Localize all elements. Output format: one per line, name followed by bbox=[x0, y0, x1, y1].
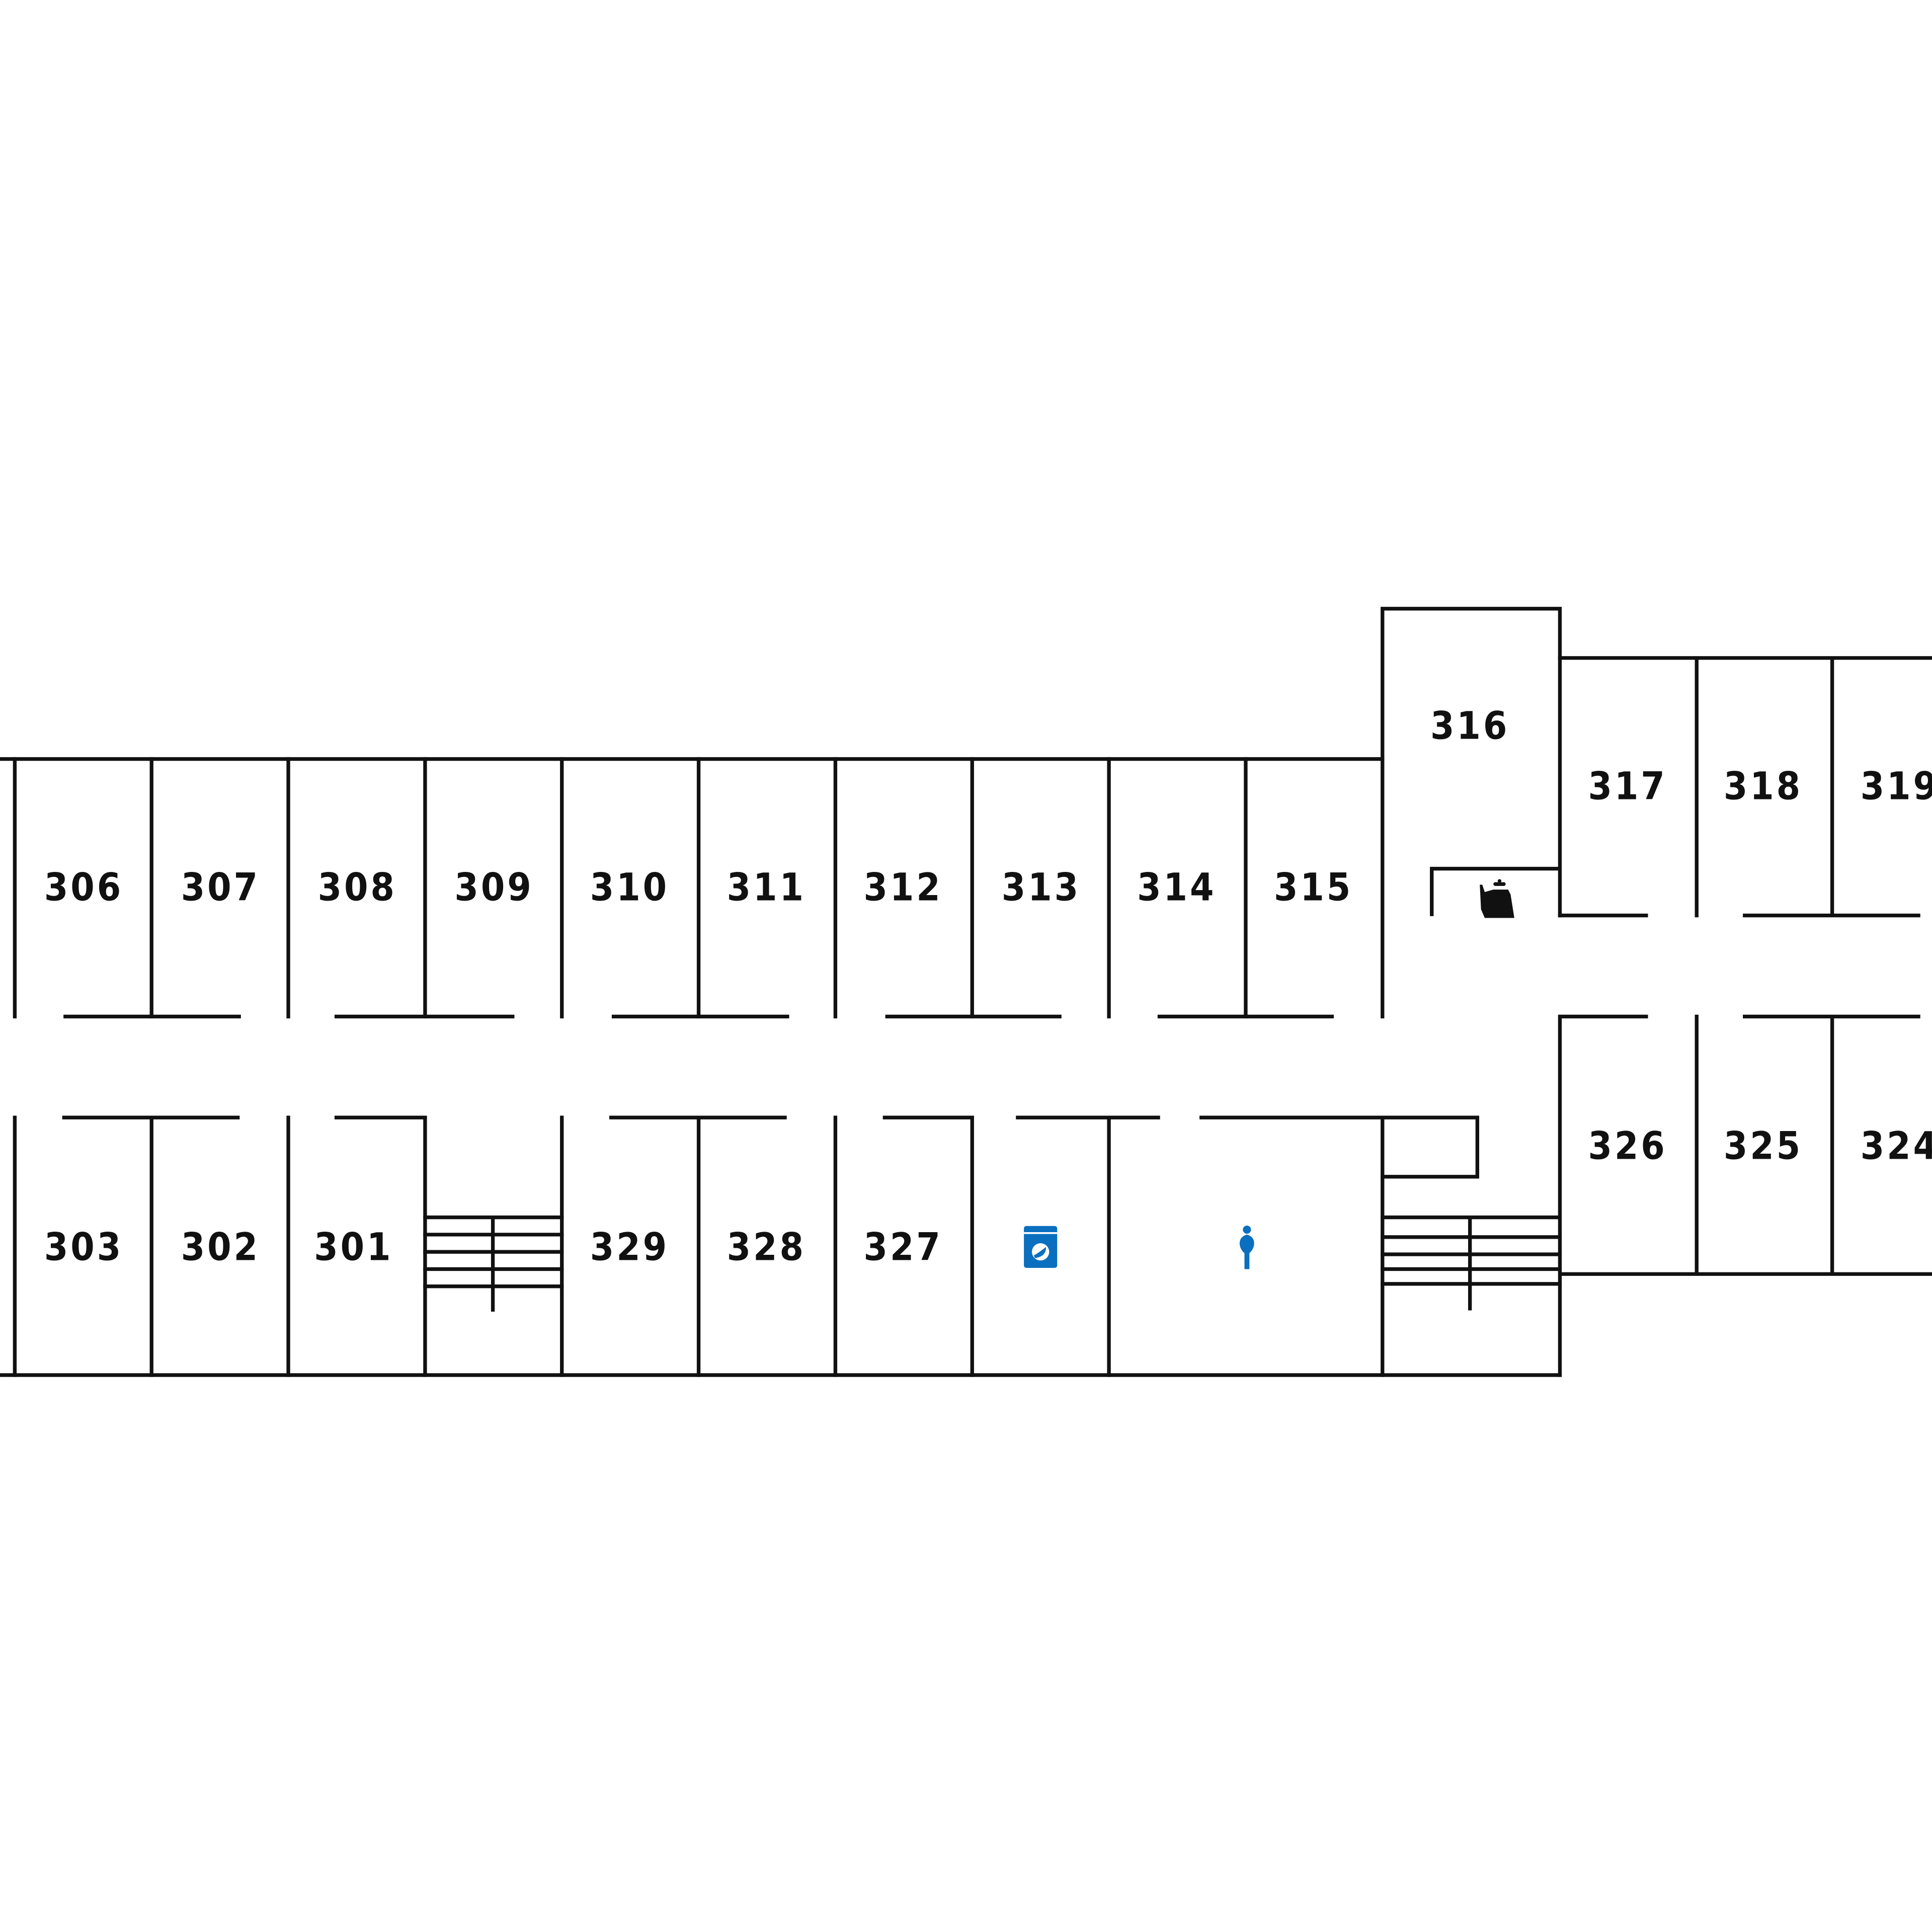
room-310[interactable]: 310 bbox=[590, 865, 669, 909]
stairs-right bbox=[1381, 1215, 1562, 1311]
room-318[interactable]: 318 bbox=[1724, 764, 1803, 808]
room-314[interactable]: 314 bbox=[1137, 865, 1216, 909]
room-313[interactable]: 313 bbox=[1002, 865, 1081, 909]
room-303[interactable]: 303 bbox=[44, 1225, 123, 1269]
room-317[interactable]: 317 bbox=[1588, 764, 1667, 808]
walls bbox=[0, 607, 1932, 1377]
room-319[interactable]: 319 bbox=[1861, 764, 1932, 808]
washing-machine-icon bbox=[1024, 1226, 1058, 1268]
room-312[interactable]: 312 bbox=[863, 865, 942, 909]
room-324[interactable]: 324 bbox=[1861, 1124, 1932, 1168]
room-316[interactable]: 316 bbox=[1430, 703, 1509, 748]
room-307[interactable]: 307 bbox=[181, 865, 260, 909]
room-301[interactable]: 301 bbox=[314, 1225, 393, 1269]
room-labels: 306 307 308 309 310 311 312 313 314 315 … bbox=[44, 703, 1932, 1269]
room-329[interactable]: 329 bbox=[590, 1225, 669, 1269]
stairs-left bbox=[423, 1215, 564, 1312]
room-325[interactable]: 325 bbox=[1724, 1124, 1803, 1168]
room-315[interactable]: 315 bbox=[1274, 865, 1353, 909]
room-327[interactable]: 327 bbox=[863, 1225, 942, 1269]
room-302[interactable]: 302 bbox=[181, 1225, 260, 1269]
room-308[interactable]: 308 bbox=[318, 865, 397, 909]
room-326[interactable]: 326 bbox=[1588, 1124, 1667, 1168]
room-309[interactable]: 309 bbox=[454, 865, 533, 909]
room-328[interactable]: 328 bbox=[727, 1225, 806, 1269]
room-311[interactable]: 311 bbox=[727, 865, 806, 909]
room-306[interactable]: 306 bbox=[44, 865, 123, 909]
restroom-person-icon bbox=[1239, 1226, 1254, 1269]
kettle-icon bbox=[1480, 879, 1514, 918]
